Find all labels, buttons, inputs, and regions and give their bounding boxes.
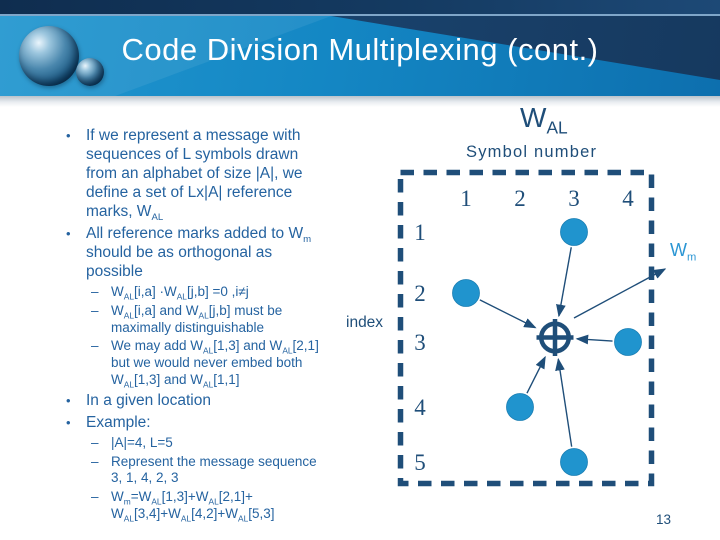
bullet-text: WAL[i,a] ·WAL[j,b] =0 ,i≠j (111, 284, 249, 302)
bullet-item: • In a given location (42, 391, 364, 410)
bullet-list: • If we represent a message with sequence… (42, 126, 364, 525)
bullet-text: Example: (86, 413, 151, 431)
wm-label: Wm (670, 240, 697, 264)
mark-arrow (526, 355, 546, 394)
column-header: 1 (460, 186, 472, 211)
mark-arrow (556, 247, 572, 318)
sub-bullet-item: –Represent the message sequence 3, 1, 4,… (42, 454, 364, 488)
mark-circle (560, 218, 588, 246)
row-label: 3 (414, 330, 426, 355)
bullet-text: Represent the message sequence 3, 1, 4, … (111, 453, 317, 486)
diagram-title: WAL (520, 102, 568, 138)
reference-grid-dashed-box (397, 169, 655, 487)
logo-sphere-large (19, 26, 79, 86)
symbol-number-axis-label: Symbol number (466, 143, 598, 161)
bullet-marker: – (91, 453, 99, 469)
bullet-marker: – (91, 338, 99, 354)
column-header: 3 (568, 186, 580, 211)
bullet-text: |A|=4, L=5 (111, 434, 173, 450)
column-header: 4 (622, 186, 634, 211)
bullet-text: Wm=WAL[1,3]+WAL[2,1]+ WAL[3,4]+WAL[4,2]+… (111, 489, 275, 524)
bullet-marker: • (66, 392, 71, 408)
bullet-marker: – (91, 302, 99, 318)
mark-arrow (575, 334, 613, 345)
page-number: 13 (656, 512, 672, 527)
mark-circle (452, 279, 480, 307)
header-separator (0, 96, 720, 107)
bullet-marker: • (66, 414, 71, 430)
sub-bullet-item: –|A|=4, L=5 (42, 435, 364, 452)
mark-circle (506, 393, 534, 421)
sub-bullet-item: –Wm=WAL[1,3]+WAL[2,1]+ WAL[3,4]+WAL[4,2]… (42, 489, 364, 523)
bullet-item: • If we represent a message with sequence… (42, 126, 364, 224)
title-banner: Code Division Multiplexing (cont.) (0, 14, 720, 96)
slide-title: Code Division Multiplexing (cont.) (121, 32, 599, 67)
bullet-text: In a given location (86, 391, 211, 409)
bullet-marker: – (91, 434, 99, 450)
bullet-text: If we represent a message with sequences… (86, 127, 303, 224)
column-header: 2 (514, 186, 526, 211)
row-label: 5 (414, 450, 426, 475)
mark-arrow (555, 357, 573, 447)
bullet-text: All reference marks added to Wm should b… (86, 225, 312, 280)
bullet-text: WAL[i,a] and WAL[j,b] must be maximally … (111, 302, 283, 335)
bullet-item: • Example: (42, 413, 364, 432)
bullet-marker: – (91, 489, 99, 505)
index-axis-label: index (346, 314, 384, 331)
top-bar (0, 0, 720, 14)
sub-bullet-item: –WAL[i,a] ·WAL[j,b] =0 ,i≠j (42, 284, 364, 301)
bullet-marker: • (66, 128, 71, 143)
bullet-item: • All reference marks added to Wm should … (42, 224, 364, 281)
bullet-marker: • (66, 226, 71, 241)
mark-circle (560, 448, 588, 476)
bullet-text: We may add WAL[1,3] and WAL[2,1] but we … (111, 338, 319, 390)
wm-arrow (573, 268, 667, 319)
sub-bullet-item: –WAL[i,a] and WAL[j,b] must be maximally… (42, 303, 364, 337)
row-label: 1 (414, 220, 426, 245)
mark-arrow (479, 299, 537, 329)
row-label: 4 (414, 395, 426, 420)
mark-circle (614, 328, 642, 356)
bullet-marker: – (91, 284, 99, 299)
logo-sphere-small (76, 58, 104, 86)
sub-bullet-item: –We may add WAL[1,3] and WAL[2,1] but we… (42, 338, 364, 388)
row-label: 2 (414, 281, 426, 306)
